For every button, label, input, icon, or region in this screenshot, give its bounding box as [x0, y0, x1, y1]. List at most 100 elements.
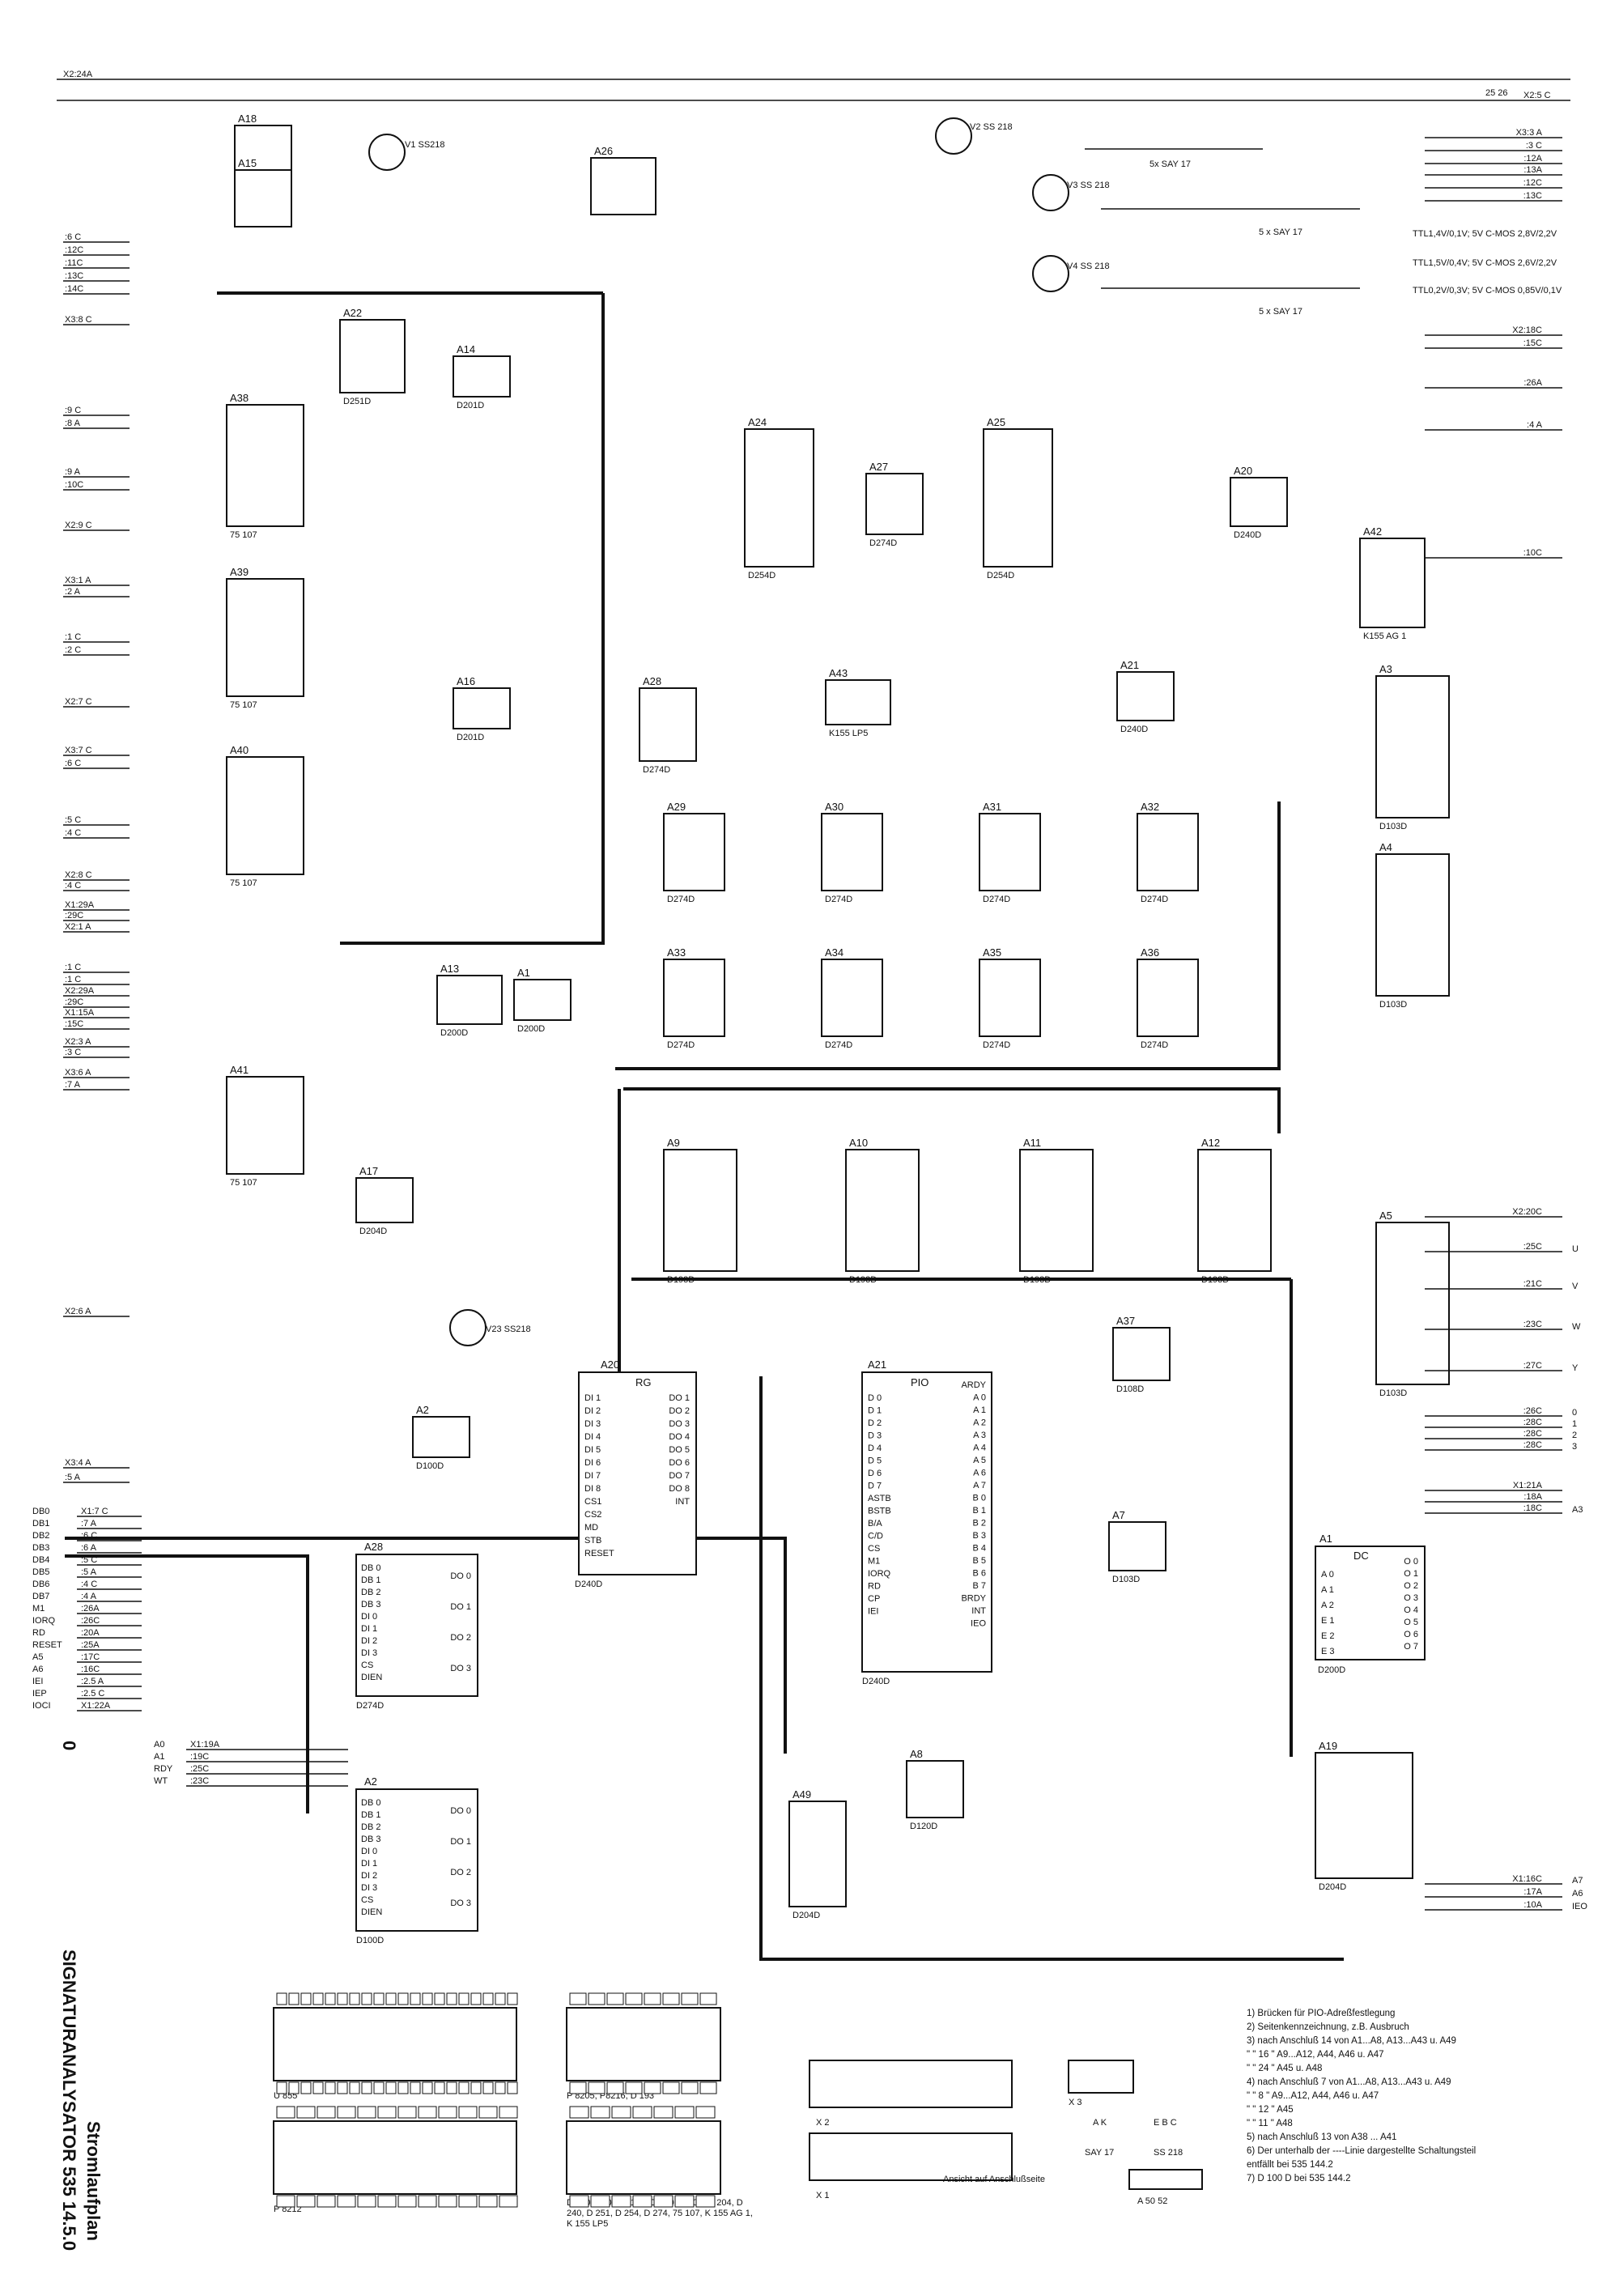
bus-pin: :20A [81, 1628, 100, 1638]
chip-ref: A20 [1234, 465, 1252, 477]
pin-label: C/D [868, 1532, 883, 1541]
bus-signal: DB7 [32, 1592, 49, 1601]
pin-label: O 7 [1404, 1642, 1418, 1652]
bus-pin: X1:7 C [81, 1507, 108, 1516]
footnote-line: " " 8 " A9...A12, A44, A46 u. A47 [1247, 2091, 1379, 2101]
pin-label: O 2 [1404, 1581, 1418, 1591]
pin-label: A 7 [973, 1481, 986, 1490]
chip-a44-type: D200D [1318, 1665, 1345, 1675]
left-connector-label: X2:3 A [65, 1037, 91, 1047]
reference-voltage-block: V2 SS 218 V3 SS 218 V4 SS 218 V1 SS218 V… [368, 117, 1562, 1346]
chip-type: D103D [1379, 822, 1407, 831]
chip-ref: A11 [1023, 1137, 1041, 1149]
pin-label: BRDY [961, 1594, 986, 1604]
pin-label: DO 2 [669, 1406, 690, 1416]
pin-label: CS [868, 1544, 880, 1554]
package-outlines: U 855 P 8212 P 8205, P8216, D 193 D 100,… [273, 1992, 753, 2229]
pin-label: DB 2 [361, 1822, 380, 1832]
voltage-note-3: TTL0,2V/0,3V; 5V C-MOS 0,85V/0,1V [1413, 286, 1562, 296]
right-output: 0 [1572, 1408, 1577, 1418]
left-connector-label: :5 C [65, 815, 81, 825]
pin-label: DB 0 [361, 1563, 380, 1573]
pin-label: E 1 [1321, 1616, 1335, 1626]
connector-x1-label: X 1 [816, 2191, 830, 2200]
chip-a20 [1230, 477, 1288, 527]
chip-a32 [1137, 813, 1199, 891]
pin-label: DO 3 [669, 1419, 690, 1429]
chip-ref: A25 [987, 416, 1005, 428]
chip-a12 [1197, 1149, 1272, 1272]
pin-label: MD [584, 1523, 598, 1533]
left-connector-label: :10C [65, 480, 83, 490]
right-connector-label: :17A [1523, 1887, 1542, 1897]
chip-a46-ref: A28 [364, 1541, 383, 1553]
chip-ref: A38 [230, 392, 249, 404]
left-connector-label: X3:4 A [65, 1458, 91, 1468]
right-connector-label: :18A [1523, 1492, 1542, 1502]
chip-a36 [1137, 959, 1199, 1037]
bus-pin: :5 C [81, 1555, 97, 1565]
footnote-line: 4) nach Anschluß 7 von A1...A8, A13...A4… [1247, 2077, 1451, 2087]
left-connector-label: :1 C [65, 975, 81, 984]
bus-signal: IOCI [32, 1701, 51, 1711]
bus-signal: DB1 [32, 1519, 49, 1529]
right-connector-label: :10C [1523, 548, 1542, 558]
bus-pin: :7 A [81, 1519, 97, 1529]
bus-pin: X1:22A [81, 1701, 111, 1711]
left-connector-label: :2 A [65, 587, 81, 597]
chip-a44: A1 DC D200D A 0A 1A 2E 1E 2E 3O 0O 1O 2O… [1315, 1533, 1426, 1675]
chip-ref: A3 [1379, 663, 1392, 675]
chip-a11 [1019, 1149, 1094, 1272]
chip-a24 [744, 428, 814, 568]
pin-label: CS2 [584, 1510, 601, 1520]
left-connector-label: :15C [65, 1019, 83, 1029]
plug-view [1128, 2169, 1203, 2190]
left-connector-label: :1 C [65, 632, 81, 642]
bus-pin: :4 A [81, 1592, 97, 1601]
pin-label: DB 1 [361, 1575, 380, 1585]
chip-type: D201D [457, 733, 484, 742]
package-p8212 [273, 2120, 517, 2195]
top-rail: X2:24A X2:5 C 25 26 [57, 70, 1570, 101]
left-connector-label: :6 C [65, 232, 81, 242]
chip-type: D240D [1234, 530, 1261, 540]
chip-type: D274D [825, 895, 852, 904]
pin-label: STB [584, 1536, 601, 1546]
left-connector-label: X3:6 A [65, 1068, 91, 1078]
chip-ref: A31 [983, 801, 1001, 813]
left-connector-label: X2:9 C [65, 521, 92, 530]
pin-label: A 6 [973, 1469, 986, 1478]
right-connector-label: :13A [1523, 165, 1542, 175]
connector-x1 [809, 2132, 1013, 2181]
chip-ref: A4 [1379, 841, 1392, 853]
chip-type: D274D [825, 1040, 852, 1050]
pin-label: B 5 [972, 1556, 986, 1566]
left-connector-label: :14C [65, 284, 83, 294]
chip-type: 75 107 [230, 878, 257, 888]
pin-label: DO 2 [450, 1633, 471, 1643]
right-connector-label: :26A [1523, 378, 1542, 388]
chip-type: D274D [983, 895, 1010, 904]
pin-label: DI 2 [361, 1636, 377, 1646]
chip-ref: A8 [910, 1748, 923, 1760]
chip-ref: A29 [667, 801, 686, 813]
left-connector-label: :9 C [65, 406, 81, 415]
footnote-line: 1) Brücken für PIO-Adreßfestlegung [1247, 2009, 1395, 2018]
pin-label: D 7 [868, 1482, 882, 1491]
pin-label: DI 6 [584, 1458, 601, 1468]
left-connector-label: X2:1 A [65, 922, 91, 932]
connector-views: X 2 X 1 X 3 Ansicht auf Anschlußseite A … [809, 2060, 1203, 2206]
left-connector-label: :9 A [65, 467, 81, 477]
pin-label: O 5 [1404, 1618, 1418, 1627]
pin-label: DO 1 [450, 1837, 471, 1847]
right-output: A3 [1572, 1505, 1583, 1515]
pin-label: DO 2 [450, 1868, 471, 1877]
pin-label: IORQ [868, 1569, 891, 1579]
pin-label: CS [361, 1895, 373, 1905]
bus-signal: IORQ [32, 1616, 56, 1626]
diode-group-2: 5 x SAY 17 [1259, 227, 1302, 237]
pin-label: E 3 [1321, 1647, 1335, 1656]
chip-type: 75 107 [230, 700, 257, 710]
